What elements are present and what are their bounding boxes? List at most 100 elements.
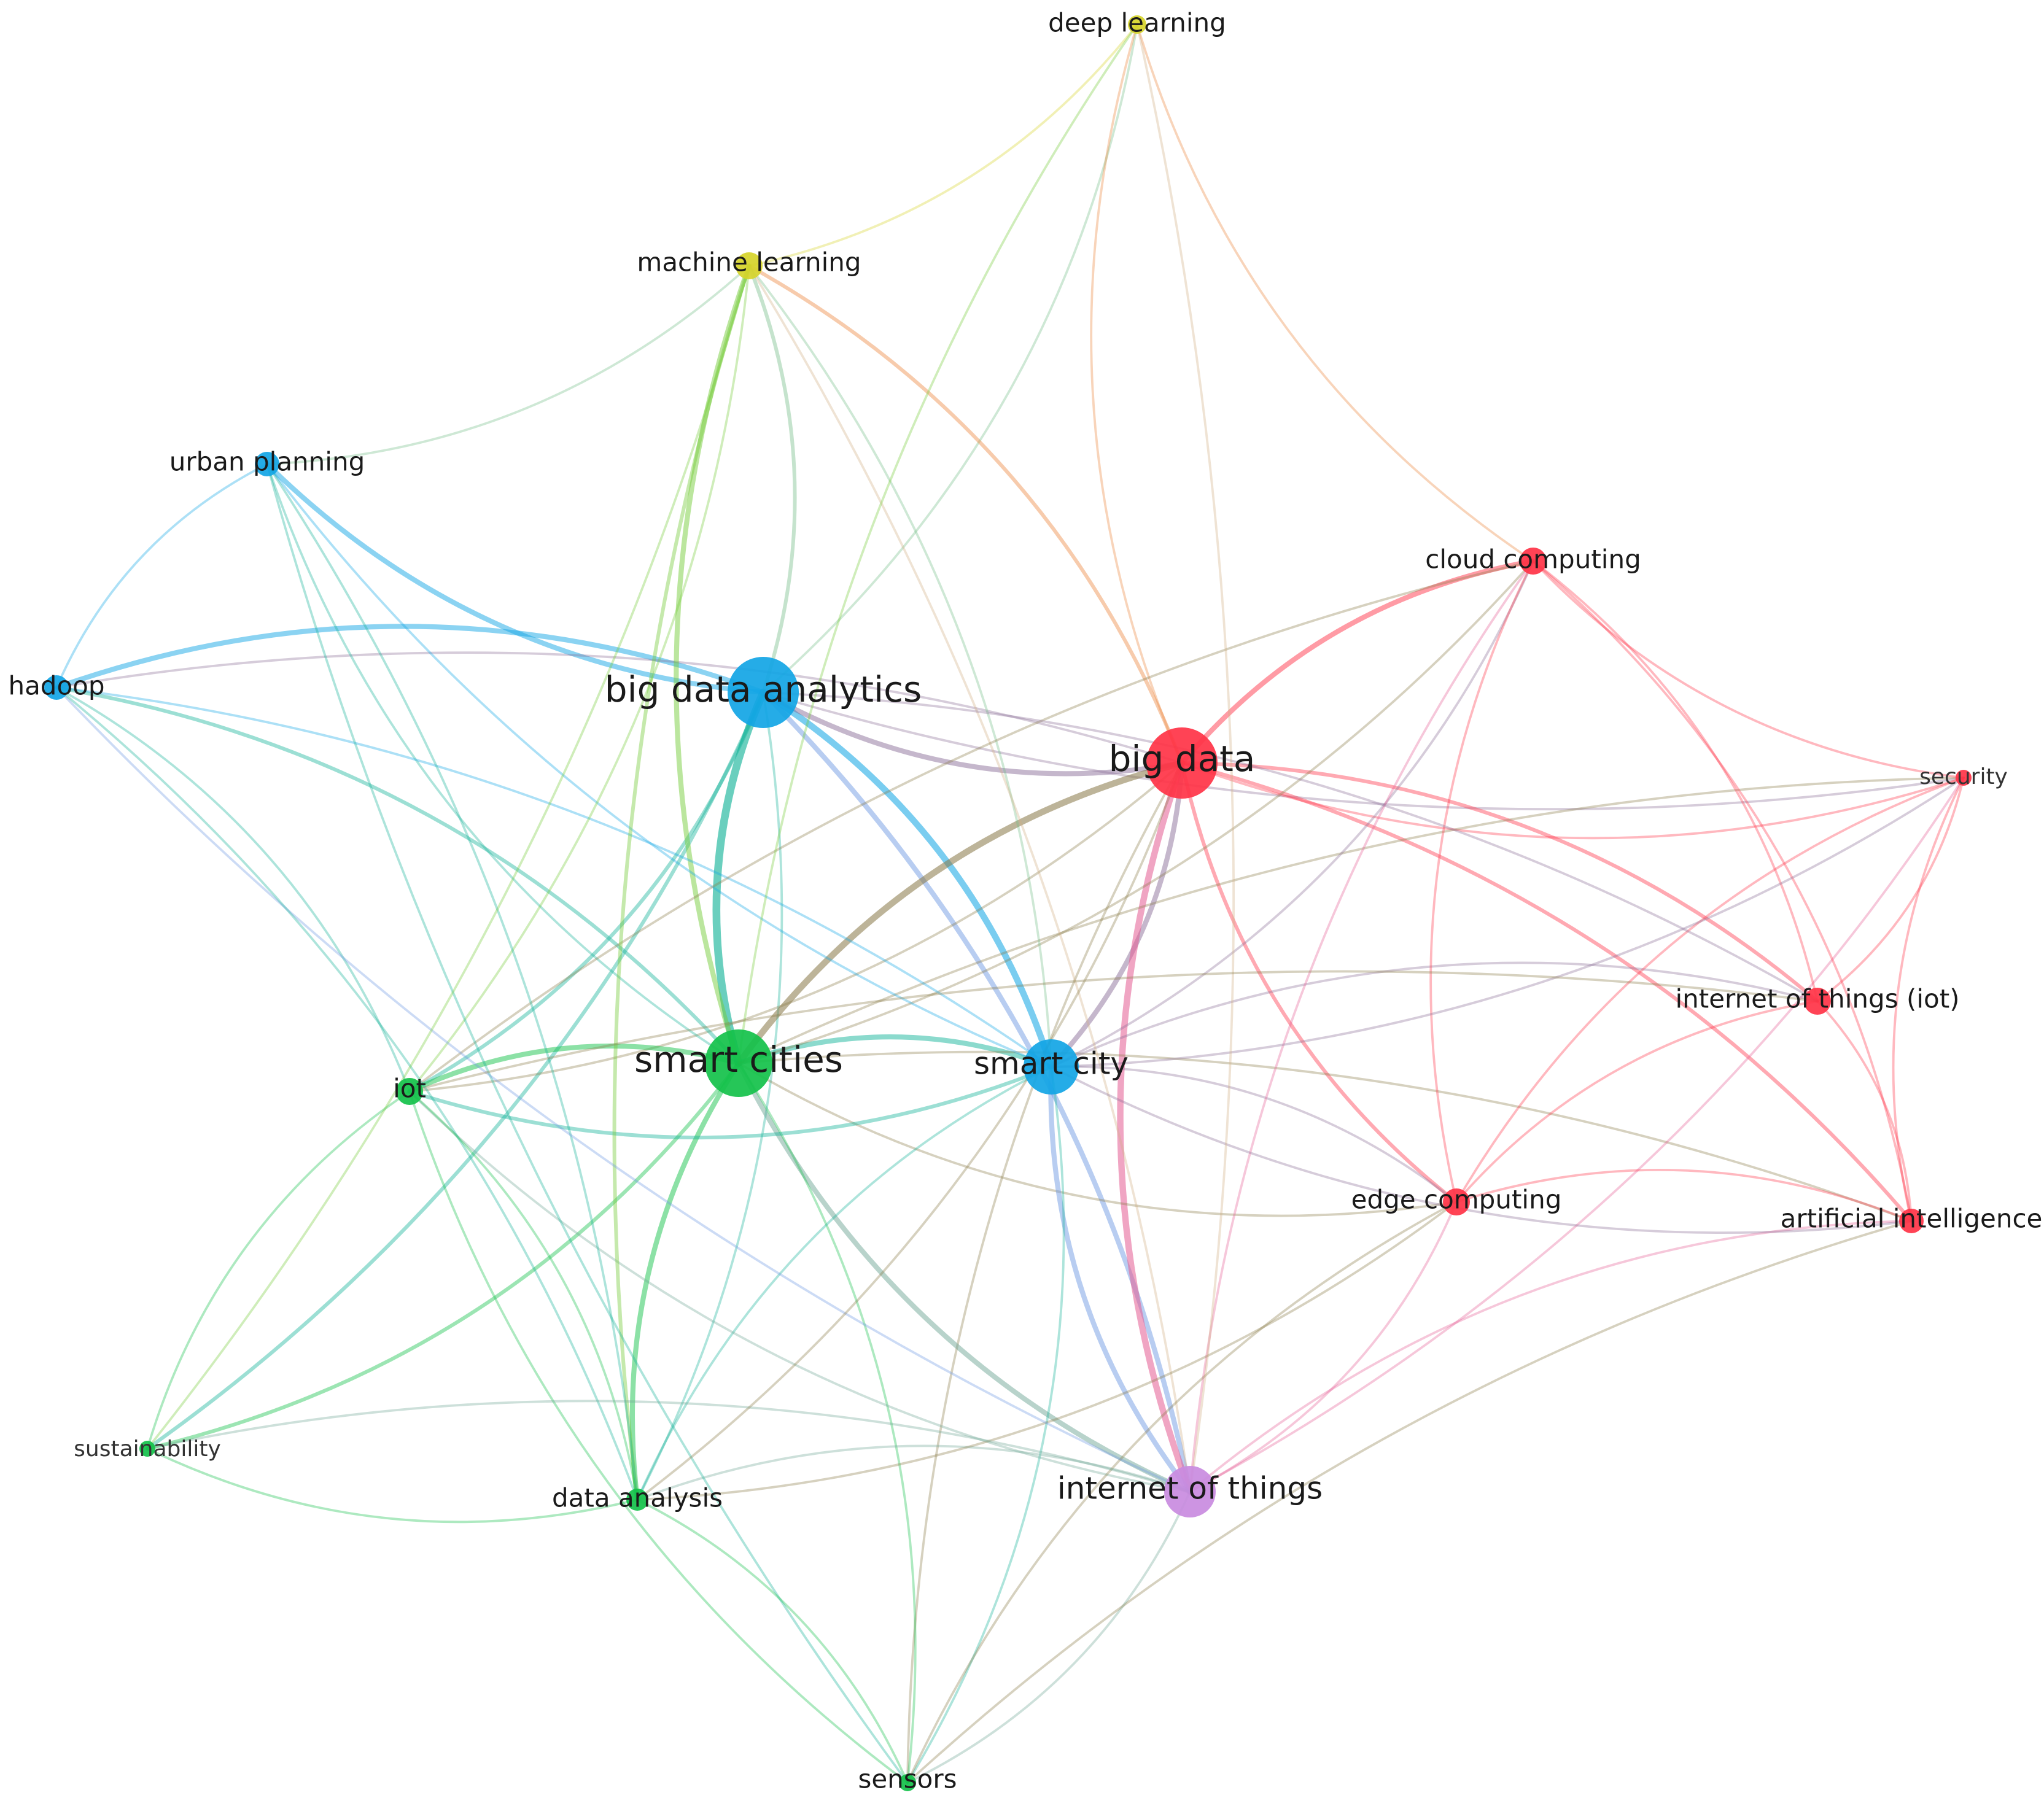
link-internet-of-things-iot: [408, 1090, 1191, 1493]
link-big-data-analytics-big-data: [760, 689, 1185, 777]
link-smart-cities-machine-learning: [674, 263, 752, 1066]
link-urban-planning-hadoop: [55, 463, 268, 689]
link-smart-city-urban-planning: [266, 463, 1052, 1068]
link-edge-computing-data-analysis: [636, 1201, 1458, 1501]
link-internet-of-things-sensors: [906, 1490, 1191, 1784]
link-big-data-analytics-smart-city: [760, 689, 1055, 1071]
link-internet-of-things-cloud-computing: [1189, 560, 1534, 1493]
link-big-data-iot: [408, 762, 1183, 1093]
link-data-analysis-sensors: [636, 1498, 909, 1784]
link-smart-cities-internet-of-things: [736, 1060, 1193, 1495]
node-artificial-intelligence[interactable]: [1899, 1209, 1924, 1233]
link-urban-planning-data-analysis: [266, 463, 639, 1501]
node-cloud-computing[interactable]: [1520, 548, 1547, 575]
label-machine-learning: machine learning: [637, 247, 861, 277]
link-iot-sensors: [408, 1090, 909, 1784]
link-sustainability-internet-of-things: [146, 1400, 1191, 1493]
link-smart-cities-data-analysis: [629, 1060, 742, 1503]
link-internet-of-things-artificial-intelligence: [1189, 1220, 1913, 1493]
node-big-data-analytics[interactable]: [728, 657, 799, 728]
link-cloud-computing-deep-learning: [1136, 23, 1534, 562]
link-machine-learning-urban-planning: [266, 265, 750, 465]
link-sustainability-data-analysis: [146, 1447, 639, 1524]
link-smart-city-cloud-computing: [1050, 560, 1534, 1068]
link-security-edge-computing: [1455, 777, 1965, 1203]
link-smart-city-internet-of-things-iot: [1050, 961, 1819, 1068]
link-smart-city-machine-learning: [748, 265, 1052, 1068]
link-internet-of-things-security: [1189, 777, 1965, 1493]
node-internet-of-things[interactable]: [1164, 1466, 1216, 1517]
link-cloud-computing-edge-computing: [1429, 560, 1534, 1203]
link-edge-computing-sensors: [906, 1201, 1458, 1784]
node-sensors[interactable]: [899, 1774, 916, 1791]
node-edge-computing[interactable]: [1443, 1188, 1470, 1215]
label-smart-cities: smart cities: [634, 1039, 843, 1080]
node-deep-learning[interactable]: [1128, 15, 1146, 34]
link-deep-learning-internet-of-things: [1136, 23, 1235, 1493]
link-big-data-cloud-computing: [1179, 558, 1536, 766]
link-smart-cities-urban-planning: [266, 463, 740, 1064]
link-iot-internet-of-things-iot: [408, 970, 1819, 1093]
label-hadoop: hadoop: [8, 671, 104, 701]
label-urban-planning: urban planning: [169, 447, 365, 477]
label-big-data: big data: [1109, 738, 1256, 780]
link-smart-city-sensors: [906, 1066, 1065, 1784]
link-hadoop-iot: [55, 686, 411, 1093]
node-big-data[interactable]: [1146, 727, 1218, 799]
link-big-data-artificial-intelligence: [1180, 761, 1913, 1223]
link-big-data-analytics-smart-cities: [712, 688, 767, 1068]
link-big-data-security: [1181, 762, 1965, 840]
link-smart-cities-cloud-computing: [737, 560, 1534, 1064]
node-internet-of-things-iot[interactable]: [1804, 988, 1831, 1015]
link-big-data-analytics-hadoop: [53, 624, 766, 696]
link-big-data-sensors: [906, 762, 1183, 1784]
node-hadoop[interactable]: [44, 675, 69, 700]
node-iot[interactable]: [396, 1078, 423, 1105]
node-urban-planning[interactable]: [255, 452, 279, 476]
link-machine-learning-iot: [408, 265, 750, 1093]
link-internet-of-things-iot-big-data-analytics: [762, 691, 1819, 1002]
label-internet-of-things-iot: internet of things (iot): [1675, 984, 1959, 1014]
label-sensors: sensors: [858, 1764, 957, 1794]
link-edge-computing-artificial-intelligence: [1455, 1169, 1913, 1222]
link-big-data-hadoop: [55, 651, 1183, 764]
label-security: security: [1919, 764, 2008, 789]
link-big-data-smart-cities: [735, 759, 1186, 1067]
link-data-analysis-big-data: [636, 762, 1183, 1501]
node-sustainability[interactable]: [139, 1441, 155, 1457]
link-machine-learning-deep-learning: [748, 23, 1138, 267]
node-security[interactable]: [1956, 770, 1972, 786]
link-iot-data-analysis: [408, 1090, 639, 1501]
link-smart-cities-edge-computing: [737, 1062, 1458, 1217]
link-big-data-smart-city: [1048, 760, 1185, 1070]
label-cloud-computing: cloud computing: [1425, 544, 1641, 575]
link-cloud-computing-artificial-intelligence: [1532, 560, 1913, 1222]
label-iot: iot: [393, 1074, 426, 1104]
label-sustainability: sustainability: [74, 1436, 221, 1462]
link-hadoop-internet-of-things: [55, 686, 1191, 1493]
link-machine-learning-data-analysis: [612, 264, 751, 1502]
link-internet-of-things-edge-computing: [1189, 1201, 1458, 1493]
link-big-data-internet-of-things-iot: [1180, 761, 1819, 1003]
link-big-data-analytics-sustainability: [146, 691, 765, 1451]
node-data-analysis[interactable]: [626, 1489, 648, 1511]
node-smart-cities[interactable]: [705, 1029, 772, 1097]
link-big-data-analytics-machine-learning: [747, 264, 797, 694]
label-deep-learning: deep learning: [1048, 8, 1226, 38]
link-artificial-intelligence-smart-city: [1050, 1066, 1913, 1234]
link-smart-city-data-analysis: [636, 1066, 1052, 1501]
label-artificial-intelligence: artificial intelligence: [1781, 1204, 2043, 1234]
link-cloud-computing-iot: [408, 560, 1534, 1093]
node-smart-city[interactable]: [1024, 1039, 1079, 1095]
link-smart-city-internet-of-things: [1048, 1064, 1193, 1495]
label-edge-computing: edge computing: [1351, 1185, 1562, 1215]
label-big-data-analytics: big data analytics: [605, 668, 922, 710]
link-iot-sustainability: [146, 1090, 411, 1450]
node-machine-learning[interactable]: [736, 252, 763, 279]
link-urban-planning-sensors: [266, 463, 909, 1784]
link-big-data-analytics-data-analysis: [636, 691, 783, 1501]
link-deep-learning-smart-cities: [737, 23, 1138, 1064]
link-smart-cities-sustainability: [146, 1061, 740, 1451]
